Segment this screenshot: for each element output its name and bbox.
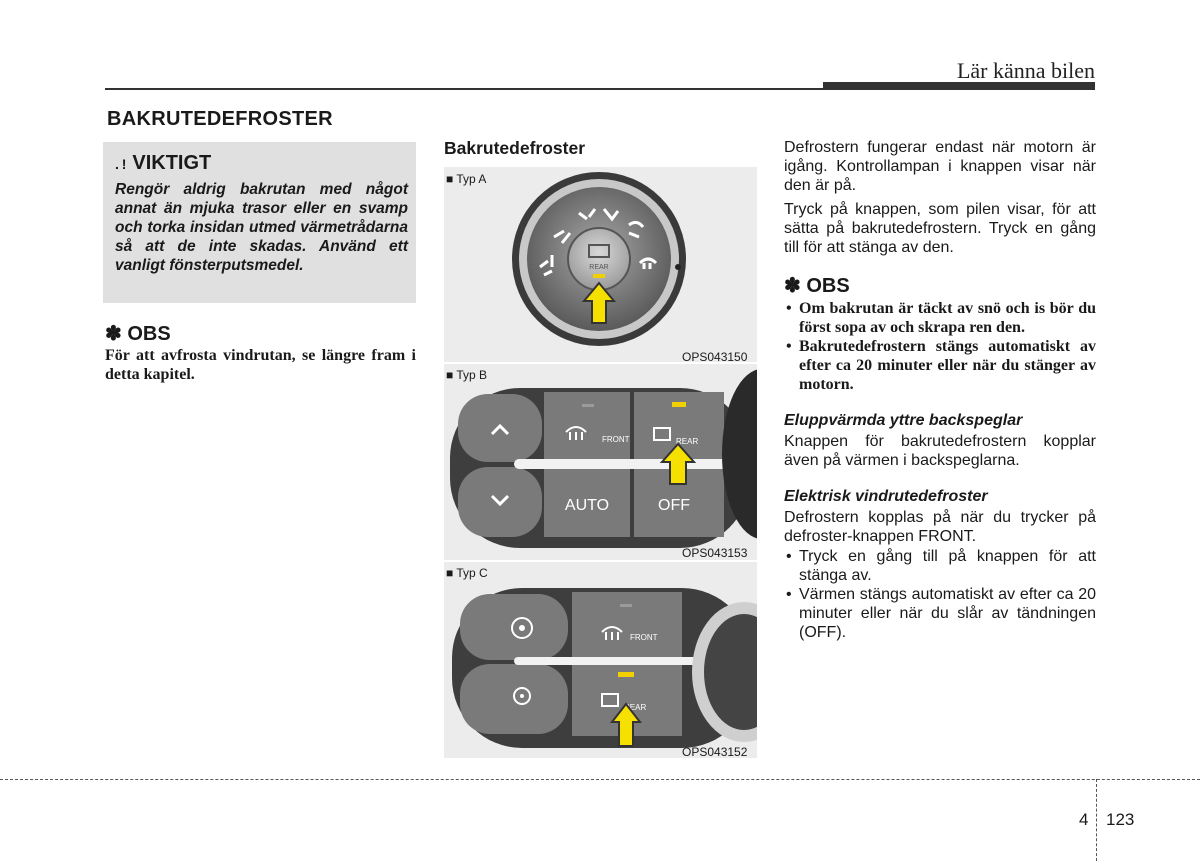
rear-defrost-icon [653, 427, 671, 441]
subheading-mirrors: Eluppvärmda yttre backspeglar [784, 412, 1023, 429]
header-rule-accent [823, 82, 1095, 90]
fan-icon [511, 617, 533, 639]
typ-a-label: ■ Typ A [446, 172, 487, 186]
list-item: Bakrutedefrostern stängs automatiskt av … [784, 337, 1096, 394]
panel-b-illustration: FRONT REAR AUTO OFF [450, 369, 757, 548]
warning-title: . !VIKTIGT [115, 152, 212, 174]
obs-list: Om bakrutan är täckt av snö och is bör d… [784, 299, 1096, 394]
figure-title: Bakrutedefroster [444, 138, 586, 158]
page-number: 123 [1106, 810, 1135, 829]
typ-c-label: ■ Typ C [446, 566, 488, 580]
arrow-icon [609, 702, 643, 747]
typ-b-label: ■ Typ B [446, 368, 488, 382]
obs-title-left: ✽ OBS [105, 323, 171, 345]
chevron-down-icon [490, 494, 510, 507]
right-column: Defrostern fungerar endast när motorn är… [784, 138, 1096, 642]
list-item: Tryck en gång till på knappen för att st… [784, 547, 1096, 585]
arrow-icon [659, 442, 697, 485]
chevron-up-icon [490, 423, 510, 436]
auto-label: AUTO [565, 497, 609, 514]
footer-rule [0, 779, 1200, 780]
paragraph-windshield: Defrostern kopplas på när du trycker på … [784, 509, 1096, 545]
obs-body-left: För att avfrosta vindrutan, se längre fr… [105, 347, 416, 383]
front-defrost-icon [601, 626, 623, 640]
figure-code-a: OPS043150 [682, 350, 748, 364]
paragraph-2: Tryck på knappen, som pilen visar, för a… [784, 201, 1096, 256]
defrost-floor-icon [539, 255, 554, 277]
vent-floor-icon [602, 208, 620, 222]
vent-face-icon [578, 208, 597, 221]
warning-box [103, 142, 416, 303]
rear-label: REAR [676, 437, 698, 446]
defrost-icon [638, 257, 658, 269]
rear-defrost-icon [601, 693, 619, 707]
subheading-windshield: Elektrisk vindrutedefroster [784, 488, 988, 505]
windshield-list: Tryck en gång till på knappen för att st… [784, 547, 1096, 642]
fan-small-icon [513, 687, 531, 705]
panel-c-illustration: FRONT REAR [452, 588, 757, 748]
front-label: FRONT [602, 435, 630, 444]
front-label: FRONT [630, 633, 658, 642]
vent-icon [553, 229, 572, 244]
obs-title-right: ✽ OBS [784, 275, 850, 297]
paragraph-mirrors: Knappen för bakrutedefrostern kopplar äv… [784, 433, 1096, 469]
header-rule [105, 88, 1095, 90]
figure-typ-c: FRONT REAR [444, 562, 757, 758]
indicator-lamp [672, 402, 686, 407]
list-item: Om bakrutan är täckt av snö och is bör d… [784, 299, 1096, 337]
rear-label: REAR [624, 703, 646, 712]
paragraph-1: Defrostern fungerar endast när motorn är… [784, 139, 1096, 194]
figure-code-b: OPS043153 [682, 546, 748, 560]
defrost-front-icon [628, 220, 645, 239]
chapter-title: Lär känna bilen [956, 58, 1095, 83]
front-defrost-icon [565, 426, 587, 440]
off-label: OFF [658, 497, 690, 514]
figure-typ-b: FRONT REAR AUTO OFF [444, 364, 757, 560]
knob-illustration: REAR [512, 172, 686, 346]
rear-label: REAR [589, 264, 608, 271]
rear-defrost-icon [588, 244, 610, 258]
footer-divider [1096, 779, 1097, 861]
indicator-lamp [593, 274, 605, 278]
arrow-icon [581, 281, 617, 324]
chapter-number: 4 [1079, 810, 1089, 829]
figure-typ-a: REAR [444, 167, 757, 362]
warning-body: Rengör aldrig bakrutan med något annat ä… [115, 181, 408, 274]
list-item: Värmen stängs automatiskt av efter ca 20… [784, 585, 1096, 642]
figure-code-c: OPS043152 [682, 745, 748, 759]
exclamation-icon: . ! [115, 156, 127, 172]
section-title: BAKRUTEDEFROSTER [107, 108, 333, 130]
indicator-lamp [618, 672, 634, 677]
